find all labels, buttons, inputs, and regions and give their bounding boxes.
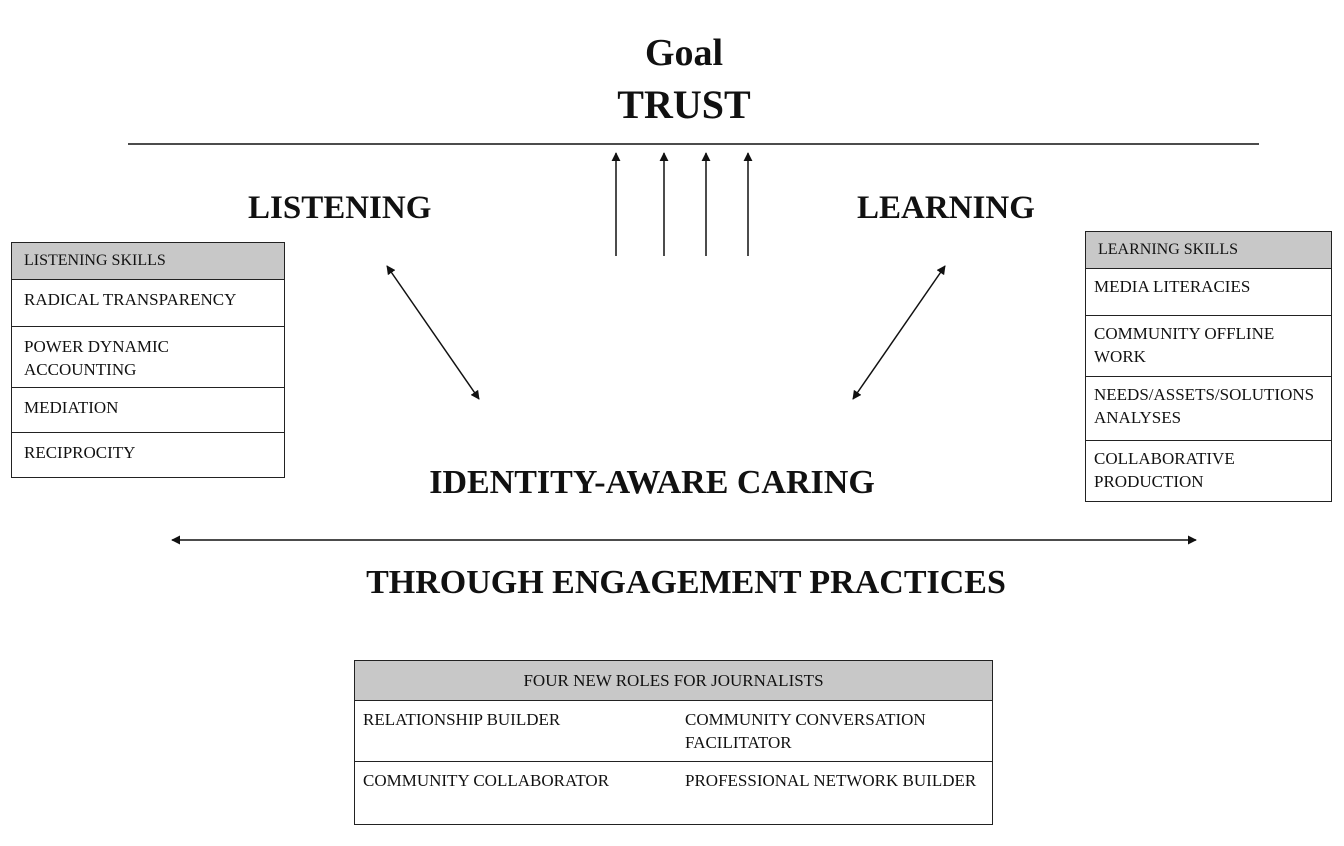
- roles-row: COMMUNITY COLLABORATOR PROFESSIONAL NETW…: [355, 762, 992, 824]
- listening-skill-item: RADICAL TRANSPARENCY: [12, 280, 284, 327]
- roles-row: RELATIONSHIP BUILDER COMMUNITY CONVERSAT…: [355, 701, 992, 762]
- listening-skills-table: LISTENING SKILLS RADICAL TRANSPARENCY PO…: [11, 242, 285, 478]
- learning-heading: LEARNING: [857, 190, 1035, 226]
- identity-aware-caring-heading: IDENTITY-AWARE CARING: [429, 464, 875, 501]
- listening-caring-arrow: [386, 265, 480, 400]
- learning-skills-table: LEARNING SKILLS MEDIA LITERACIES COMMUNI…: [1085, 231, 1332, 502]
- learning-skill-item: COLLABORATIVE PRODUCTION: [1094, 449, 1235, 491]
- role-cell: RELATIONSHIP BUILDER: [363, 710, 561, 729]
- engagement-practices-heading: THROUGH ENGAGEMENT PRACTICES: [366, 564, 1006, 601]
- goal-trust-heading: TRUST: [617, 82, 751, 127]
- listening-skills-header: LISTENING SKILLS: [12, 243, 284, 280]
- learning-caring-arrow: [852, 265, 946, 400]
- learning-skill-item: NEEDS/ASSETS/SOLUTIONS ANALYSES: [1086, 377, 1331, 441]
- journalist-roles-header: FOUR NEW ROLES FOR JOURNALISTS: [355, 661, 992, 701]
- listening-skill-item: POWER DYNAMIC ACCOUNTING: [12, 327, 284, 388]
- learning-skill-item: MEDIA LITERACIES: [1086, 269, 1331, 316]
- role-cell: COMMUNITY CONVERSATION FACILITATOR: [685, 710, 926, 752]
- listening-heading: LISTENING: [248, 190, 432, 226]
- journalist-roles-table: FOUR NEW ROLES FOR JOURNALISTS RELATIONS…: [354, 660, 993, 825]
- goal-label: Goal: [644, 32, 724, 74]
- listening-skill-item: MEDIATION: [12, 388, 284, 433]
- learning-skill-item: COMMUNITY OFFLINE WORK: [1086, 316, 1331, 377]
- role-cell: PROFESSIONAL NETWORK BUILDER: [685, 771, 977, 790]
- learning-skills-header: LEARNING SKILLS: [1086, 232, 1331, 269]
- listening-skill-item: RECIPROCITY: [24, 443, 136, 462]
- role-cell: COMMUNITY COLLABORATOR: [363, 771, 610, 790]
